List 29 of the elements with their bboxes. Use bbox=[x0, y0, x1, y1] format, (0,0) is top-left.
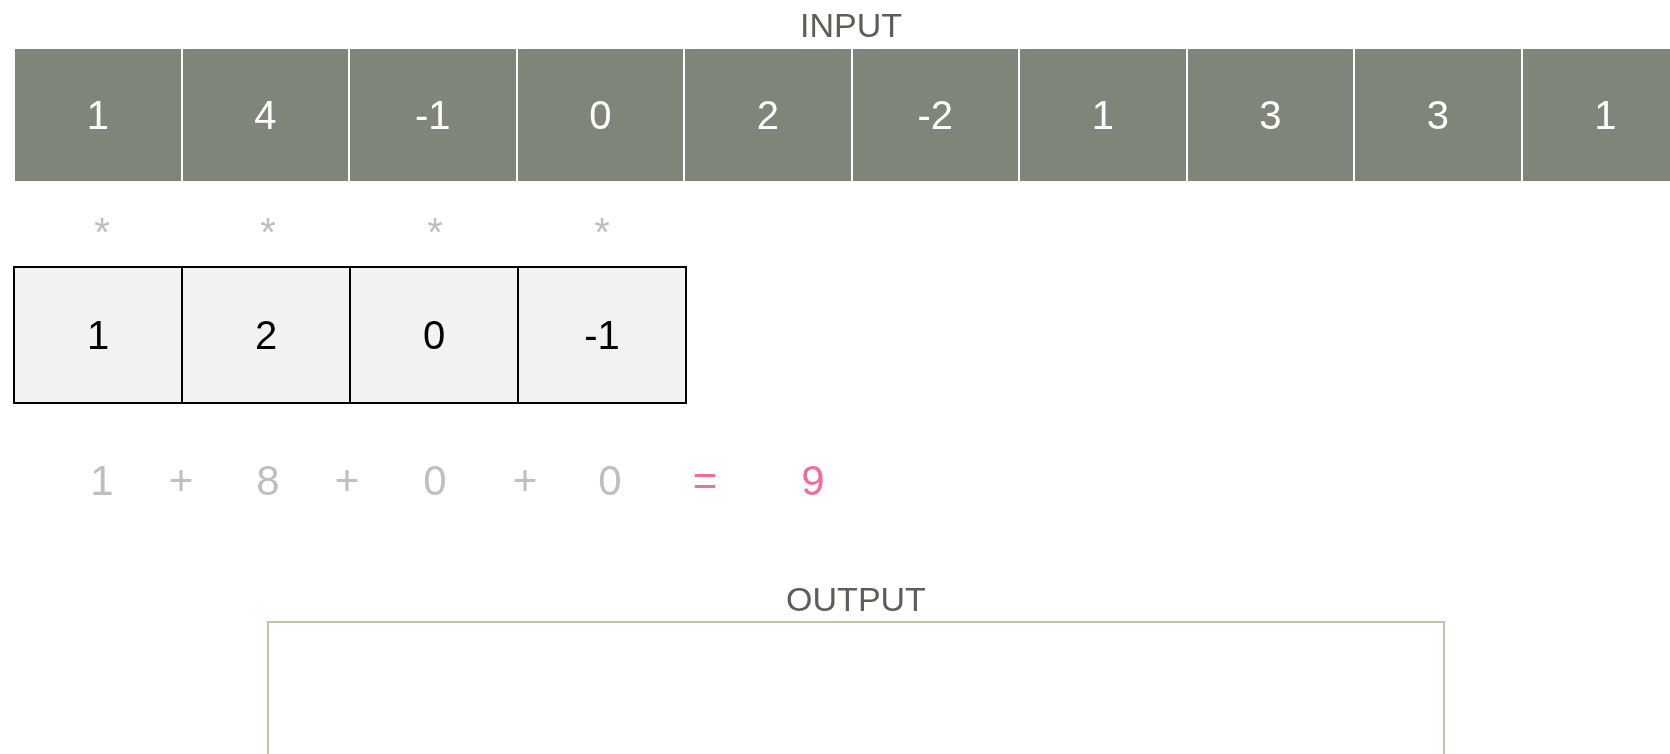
input-cell: 3 bbox=[1355, 49, 1521, 181]
plus-sign: + bbox=[334, 460, 360, 502]
input-cell: 0 bbox=[517, 49, 683, 181]
product-value: 1 bbox=[90, 460, 114, 502]
kernel-cell: 1 bbox=[13, 266, 183, 404]
multiply-sign: * bbox=[94, 212, 110, 252]
equals-sign: = bbox=[692, 460, 718, 502]
kernel-cell: 2 bbox=[181, 266, 351, 404]
plus-sign: + bbox=[168, 460, 194, 502]
input-cell: -2 bbox=[852, 49, 1018, 181]
input-cell: 4 bbox=[182, 49, 348, 181]
input-cell: -1 bbox=[350, 49, 516, 181]
plus-sign: + bbox=[512, 460, 538, 502]
sum-result: 9 bbox=[801, 460, 825, 502]
multiply-sign: * bbox=[260, 212, 276, 252]
kernel-cell: 0 bbox=[349, 266, 519, 404]
output-heading: OUTPUT bbox=[786, 582, 926, 616]
product-value: 8 bbox=[256, 460, 280, 502]
product-value: 0 bbox=[598, 460, 622, 502]
multiply-sign: * bbox=[427, 212, 443, 252]
input-cell: 3 bbox=[1187, 49, 1353, 181]
product-value: 0 bbox=[423, 460, 447, 502]
input-heading: INPUT bbox=[800, 8, 902, 42]
multiply-sign: * bbox=[594, 212, 610, 252]
input-cell: 1 bbox=[1522, 49, 1670, 181]
kernel-cell: -1 bbox=[517, 266, 687, 404]
input-cell: 1 bbox=[1020, 49, 1186, 181]
input-cell: 1 bbox=[15, 49, 181, 181]
input-cell: 2 bbox=[685, 49, 851, 181]
